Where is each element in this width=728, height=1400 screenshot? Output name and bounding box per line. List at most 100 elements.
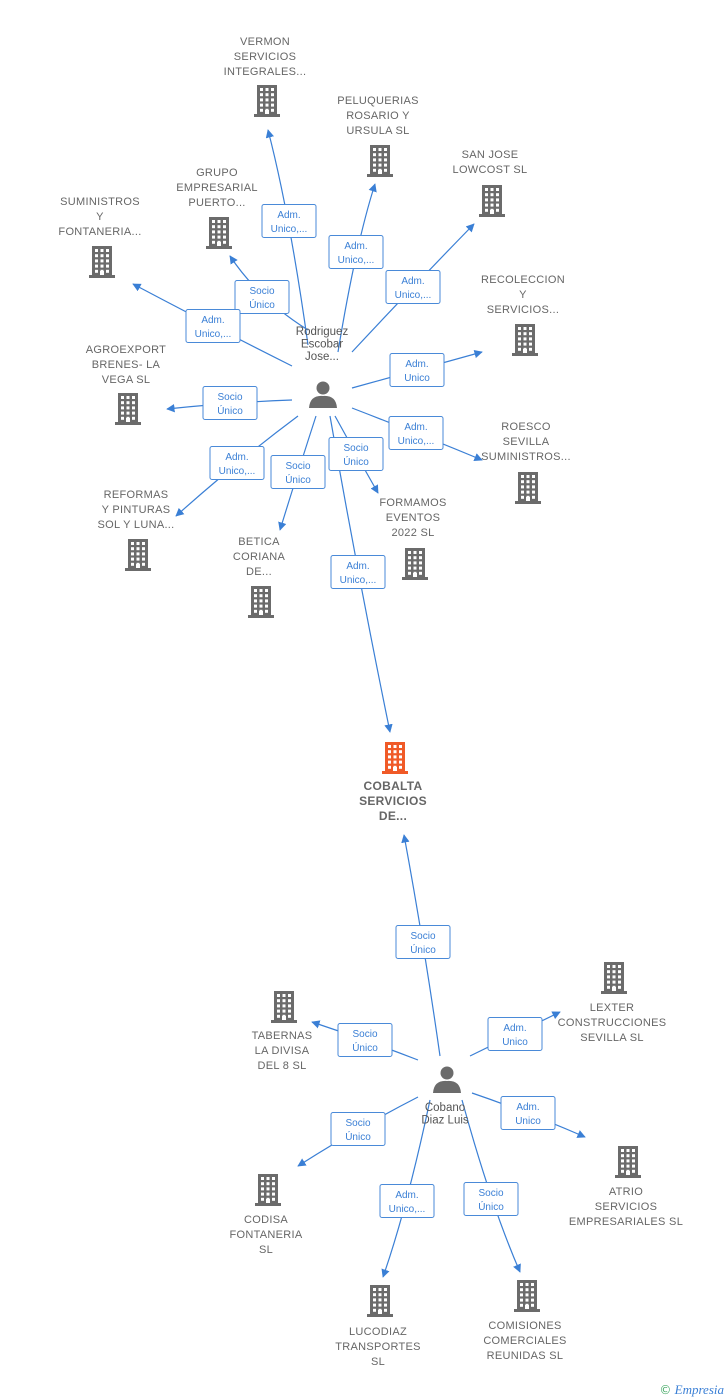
label-line: EVENTOS (386, 512, 440, 524)
label-line: DE... (246, 566, 272, 578)
edge-label-cobano-lucodiaz[interactable]: Adm.Unico,... (379, 1184, 435, 1218)
edge-label-cobano-lexter[interactable]: Adm.Unico (487, 1017, 543, 1051)
person-icon (433, 1066, 461, 1093)
edge-label-text: Único (478, 1200, 504, 1213)
empresia-watermark[interactable]: © Empresia (659, 1382, 724, 1398)
label-line: SL (259, 1244, 273, 1256)
building-icon (615, 1146, 641, 1178)
edge-label-text: Socio (249, 286, 274, 297)
label-line: LA DIVISA (255, 1045, 310, 1057)
edge-label-text: Adm. (225, 452, 248, 463)
edge-label-text: Único (285, 473, 311, 486)
edge-label-box (261, 204, 317, 238)
person-icon (309, 381, 337, 408)
edge-label-box (385, 270, 441, 304)
edge-label-cobano-atrio[interactable]: Adm.Unico (500, 1096, 556, 1130)
edge-label-rodriguez-recoleccion[interactable]: Adm.Unico (389, 353, 445, 387)
edge-label-text: Único (343, 455, 369, 468)
edge-label-rodriguez-cobalta[interactable]: Adm.Unico,... (330, 555, 386, 589)
edge-label-box (337, 1023, 393, 1057)
label-line: REFORMAS (104, 489, 169, 501)
edge-label-text: Adm. (344, 241, 367, 252)
edge-label-box (234, 280, 290, 314)
label-line: Y (519, 289, 527, 301)
label-line: Diaz Luis (421, 1115, 469, 1127)
edge-label-text: Adm. (401, 276, 424, 287)
label-line: COMISIONES (488, 1320, 561, 1332)
label-line: PELUQUERIAS (337, 95, 419, 107)
building-icon (255, 1174, 281, 1206)
label-line: GRUPO (196, 167, 238, 179)
edge-label-rodriguez-reformas[interactable]: Adm.Unico,... (209, 446, 265, 480)
label-line: INTEGRALES... (224, 66, 307, 78)
label-line: VERMON (240, 36, 290, 48)
edge-label-rodriguez-sanjose[interactable]: Adm.Unico,... (385, 270, 441, 304)
edge-label-text: Socio (410, 931, 435, 942)
edge-label-rodriguez-vermon[interactable]: Adm.Unico,... (261, 204, 317, 238)
edge-label-text: Adm. (201, 315, 224, 326)
label-line: EMPRESARIALES SL (569, 1216, 683, 1228)
edge-labels-layer: Adm.Unico,...Adm.Unico,...Adm.Unico,...S… (185, 204, 556, 1218)
edge-label-rodriguez-suministros[interactable]: Adm. Unico,... (185, 309, 241, 343)
edge-label-rodriguez-roesco[interactable]: Adm.Unico,... (388, 416, 444, 450)
label-line: COMERCIALES (483, 1335, 566, 1347)
label-line: CORIANA (233, 551, 286, 563)
building-icon (89, 246, 115, 278)
edge-label-text: Unico,... (195, 329, 232, 340)
edge-label-text: Socio (343, 443, 368, 454)
edge-label-text: Adm. (277, 210, 300, 221)
edge-label-text: Único (217, 404, 243, 417)
label-line: SERVICIOS... (487, 304, 559, 316)
building-icon (271, 991, 297, 1023)
edge-label-rodriguez-peluquerias[interactable]: Adm.Unico,... (328, 235, 384, 269)
edge-label-box (202, 386, 258, 420)
label-line: LEXTER (590, 1002, 635, 1014)
label-line: SL (371, 1356, 385, 1368)
edge-label-text: Socio (345, 1118, 370, 1129)
label-line: Escobar (301, 339, 343, 351)
building-icon (512, 324, 538, 356)
label-line: TRANSPORTES (335, 1341, 421, 1353)
